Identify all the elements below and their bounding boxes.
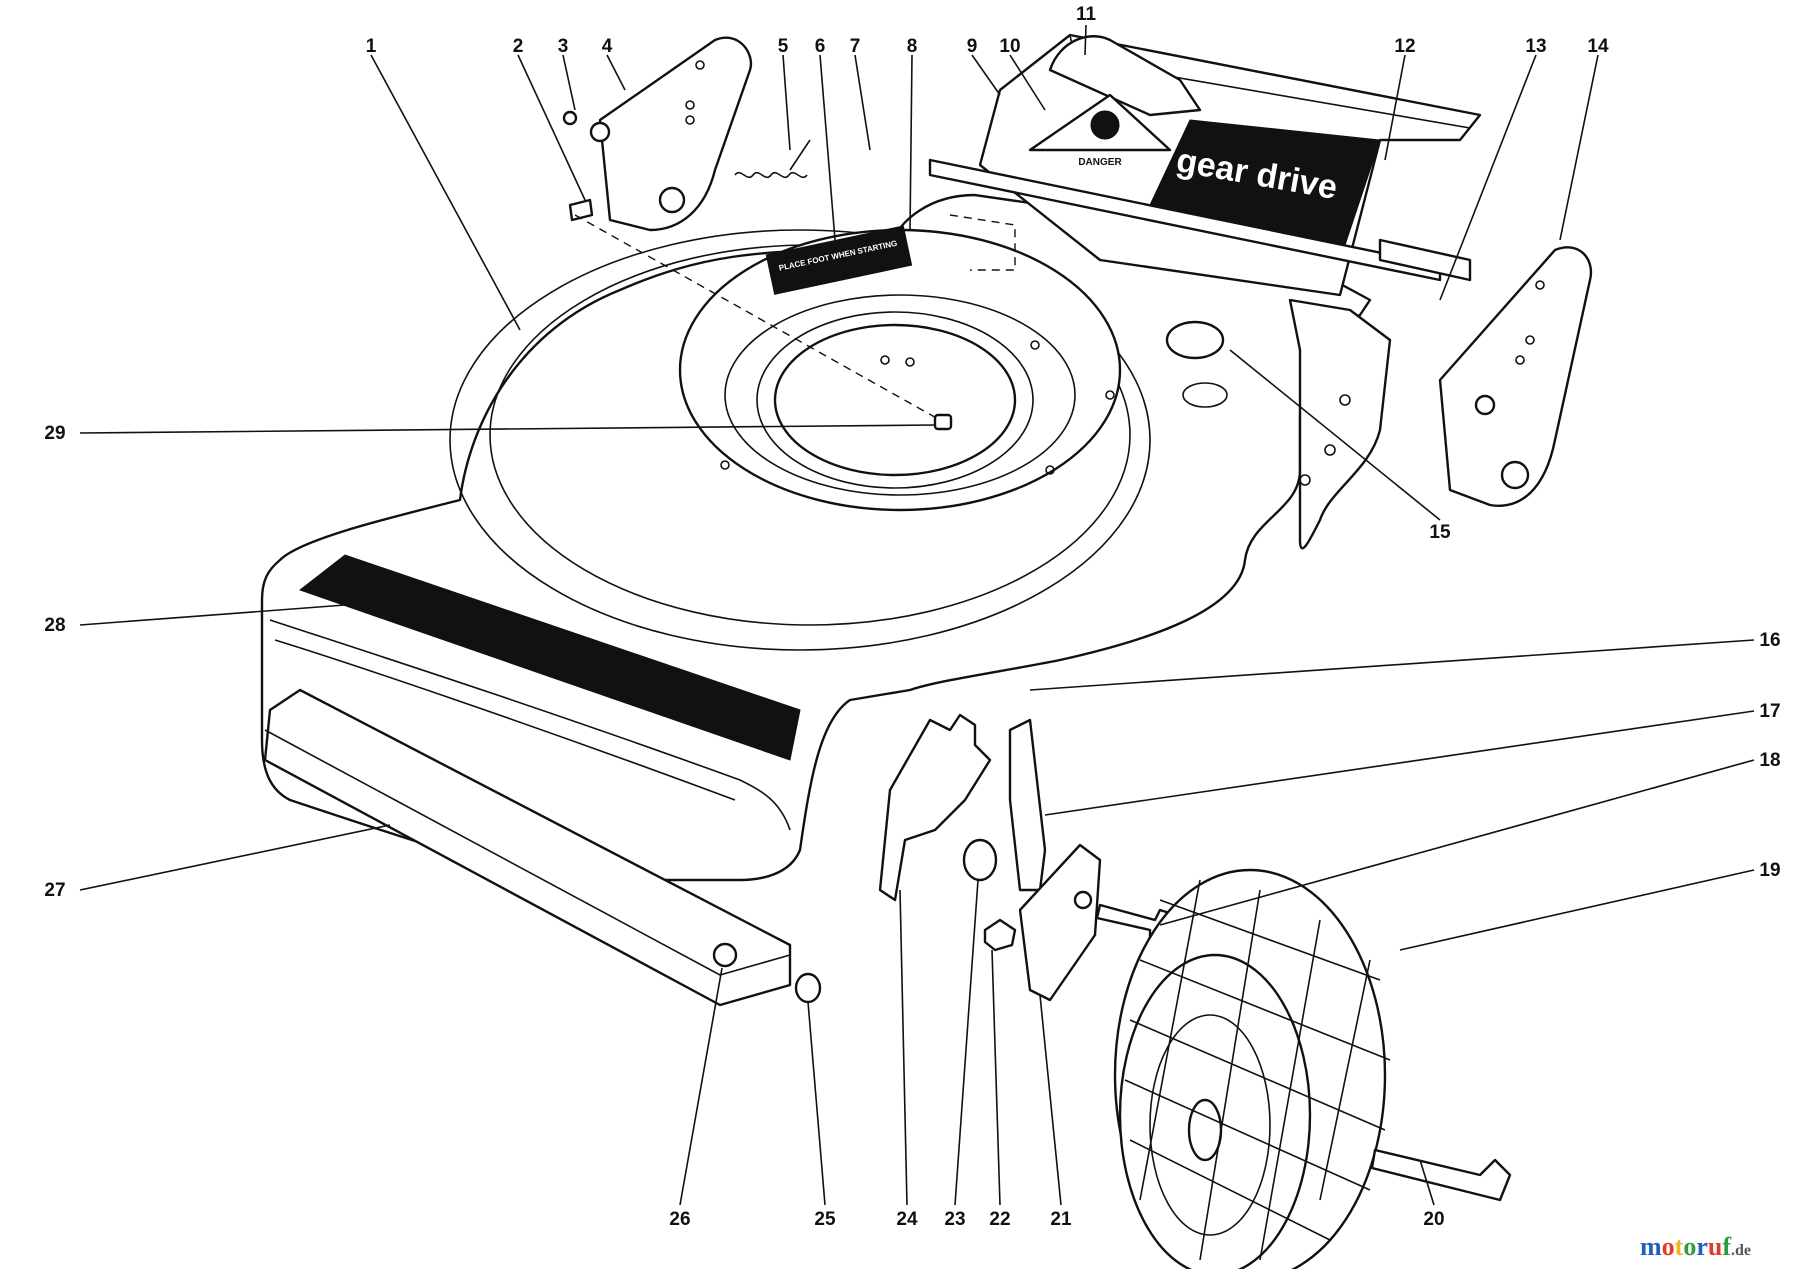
callout-11: 11 [1076,4,1097,25]
callout-15: 15 [1429,522,1451,543]
callout-1: 1 [366,36,377,57]
callout-8: 8 [907,36,918,57]
callout-17: 17 [1759,701,1780,722]
callout-5: 5 [778,36,789,57]
watermark-suffix: .de [1731,1242,1751,1259]
callout-12: 12 [1394,36,1415,57]
callout-16: 16 [1759,630,1780,651]
callout-29: 29 [44,423,65,444]
front-bumper [263,688,822,1007]
leader-lines [79,24,1755,1206]
right-height-plate [1438,246,1593,507]
wheel-assembly [878,713,1512,1269]
callout-6: 6 [815,36,826,57]
callout-3: 3 [558,36,569,57]
callout-18: 18 [1759,750,1780,771]
callout-22: 22 [989,1209,1010,1230]
mower-deck: PLACE FOOT WHEN STARTING [260,193,1392,882]
callout-24: 24 [896,1209,918,1230]
watermark-logo: motoruf.de [1640,1232,1751,1261]
callout-20: 20 [1423,1209,1444,1230]
danger-decal-text: DANGER [1078,157,1122,168]
watermark-text: motoruf.de [1640,1232,1751,1261]
watermark-letter: t [1675,1232,1684,1261]
callout-9: 9 [967,36,978,57]
callout-10: 10 [999,36,1020,57]
callout-21: 21 [1050,1209,1072,1230]
watermark-letter: r [1696,1232,1708,1261]
watermark-letter: o [1662,1232,1675,1261]
left-height-plate [562,36,811,232]
callout-25: 25 [814,1209,836,1230]
callout-4: 4 [602,36,613,57]
callout-19: 19 [1759,860,1780,881]
callout-27: 27 [44,880,65,901]
callout-28: 28 [44,615,65,636]
callout-13: 13 [1525,36,1546,57]
callout-26: 26 [669,1209,690,1230]
watermark-letter: o [1683,1232,1696,1261]
watermark-letter: u [1708,1232,1722,1261]
watermark-letter: m [1640,1232,1662,1261]
watermark-letter: f [1722,1232,1731,1261]
callout-7: 7 [850,36,861,57]
handle-bracket: DANGER gear drive [928,33,1482,297]
callout-14: 14 [1587,36,1609,57]
callout-2: 2 [513,36,524,57]
callout-23: 23 [944,1209,965,1230]
callout-numbers: 1 2 3 4 5 6 7 8 9 10 11 12 13 14 15 16 1… [44,4,1780,1230]
